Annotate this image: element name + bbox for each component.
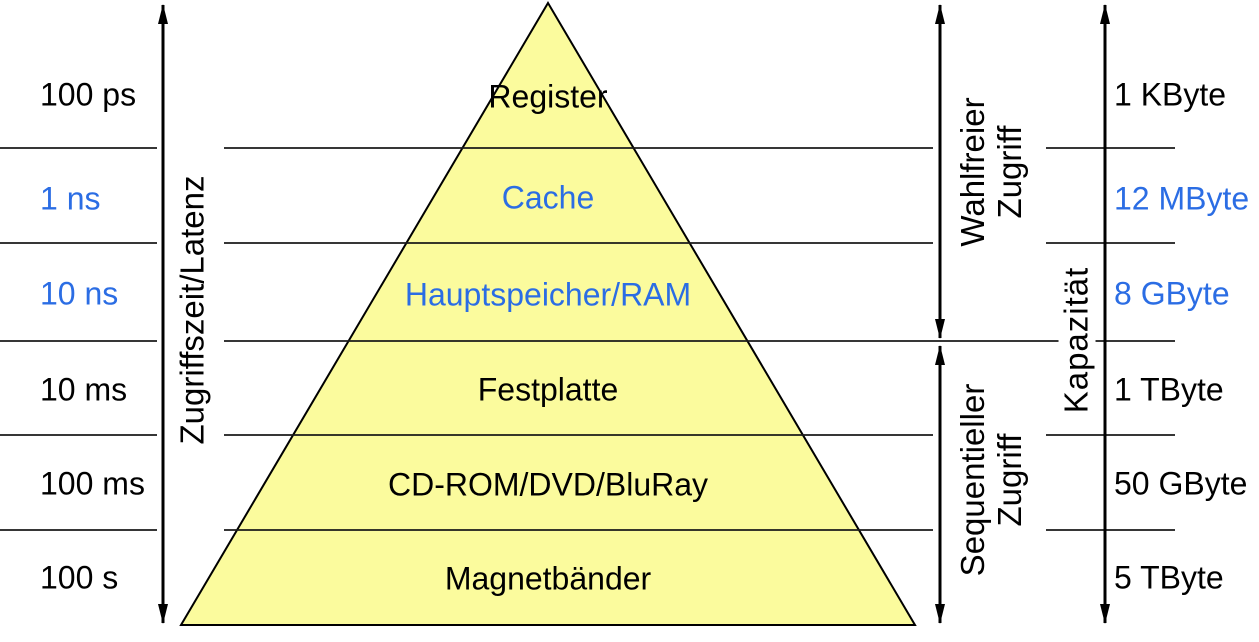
pyramid-shape: [179, 1, 917, 626]
access-time-register: 100 ps: [40, 76, 137, 113]
level-harddisk: Festplatte: [477, 371, 619, 408]
level-ram: Hauptspeicher/RAM: [404, 276, 692, 313]
level-register: Register: [488, 78, 608, 115]
capacity-ram: 8 GByte: [1114, 275, 1230, 312]
access-time-ram: 10 ns: [40, 275, 119, 312]
capacity-harddisk: 1 TByte: [1114, 371, 1224, 408]
level-tape: Magnetbänder: [444, 560, 652, 597]
access-time-tape: 100 s: [40, 559, 119, 596]
capacity-optical: 50 GByte: [1114, 465, 1248, 502]
capacity-tape: 5 TByte: [1114, 559, 1224, 596]
access-time-optical: 100 ms: [40, 465, 145, 502]
level-separator-lines: [0, 147, 1175, 531]
level-optical: CD-ROM/DVD/BluRay: [387, 466, 709, 503]
capacity-register: 1 KByte: [1114, 76, 1227, 113]
capacity-cache: 12 MByte: [1114, 180, 1250, 217]
access-time-harddisk: 10 ms: [40, 371, 128, 408]
access-time-cache: 1 ns: [40, 180, 101, 217]
level-cache: Cache: [501, 179, 595, 216]
